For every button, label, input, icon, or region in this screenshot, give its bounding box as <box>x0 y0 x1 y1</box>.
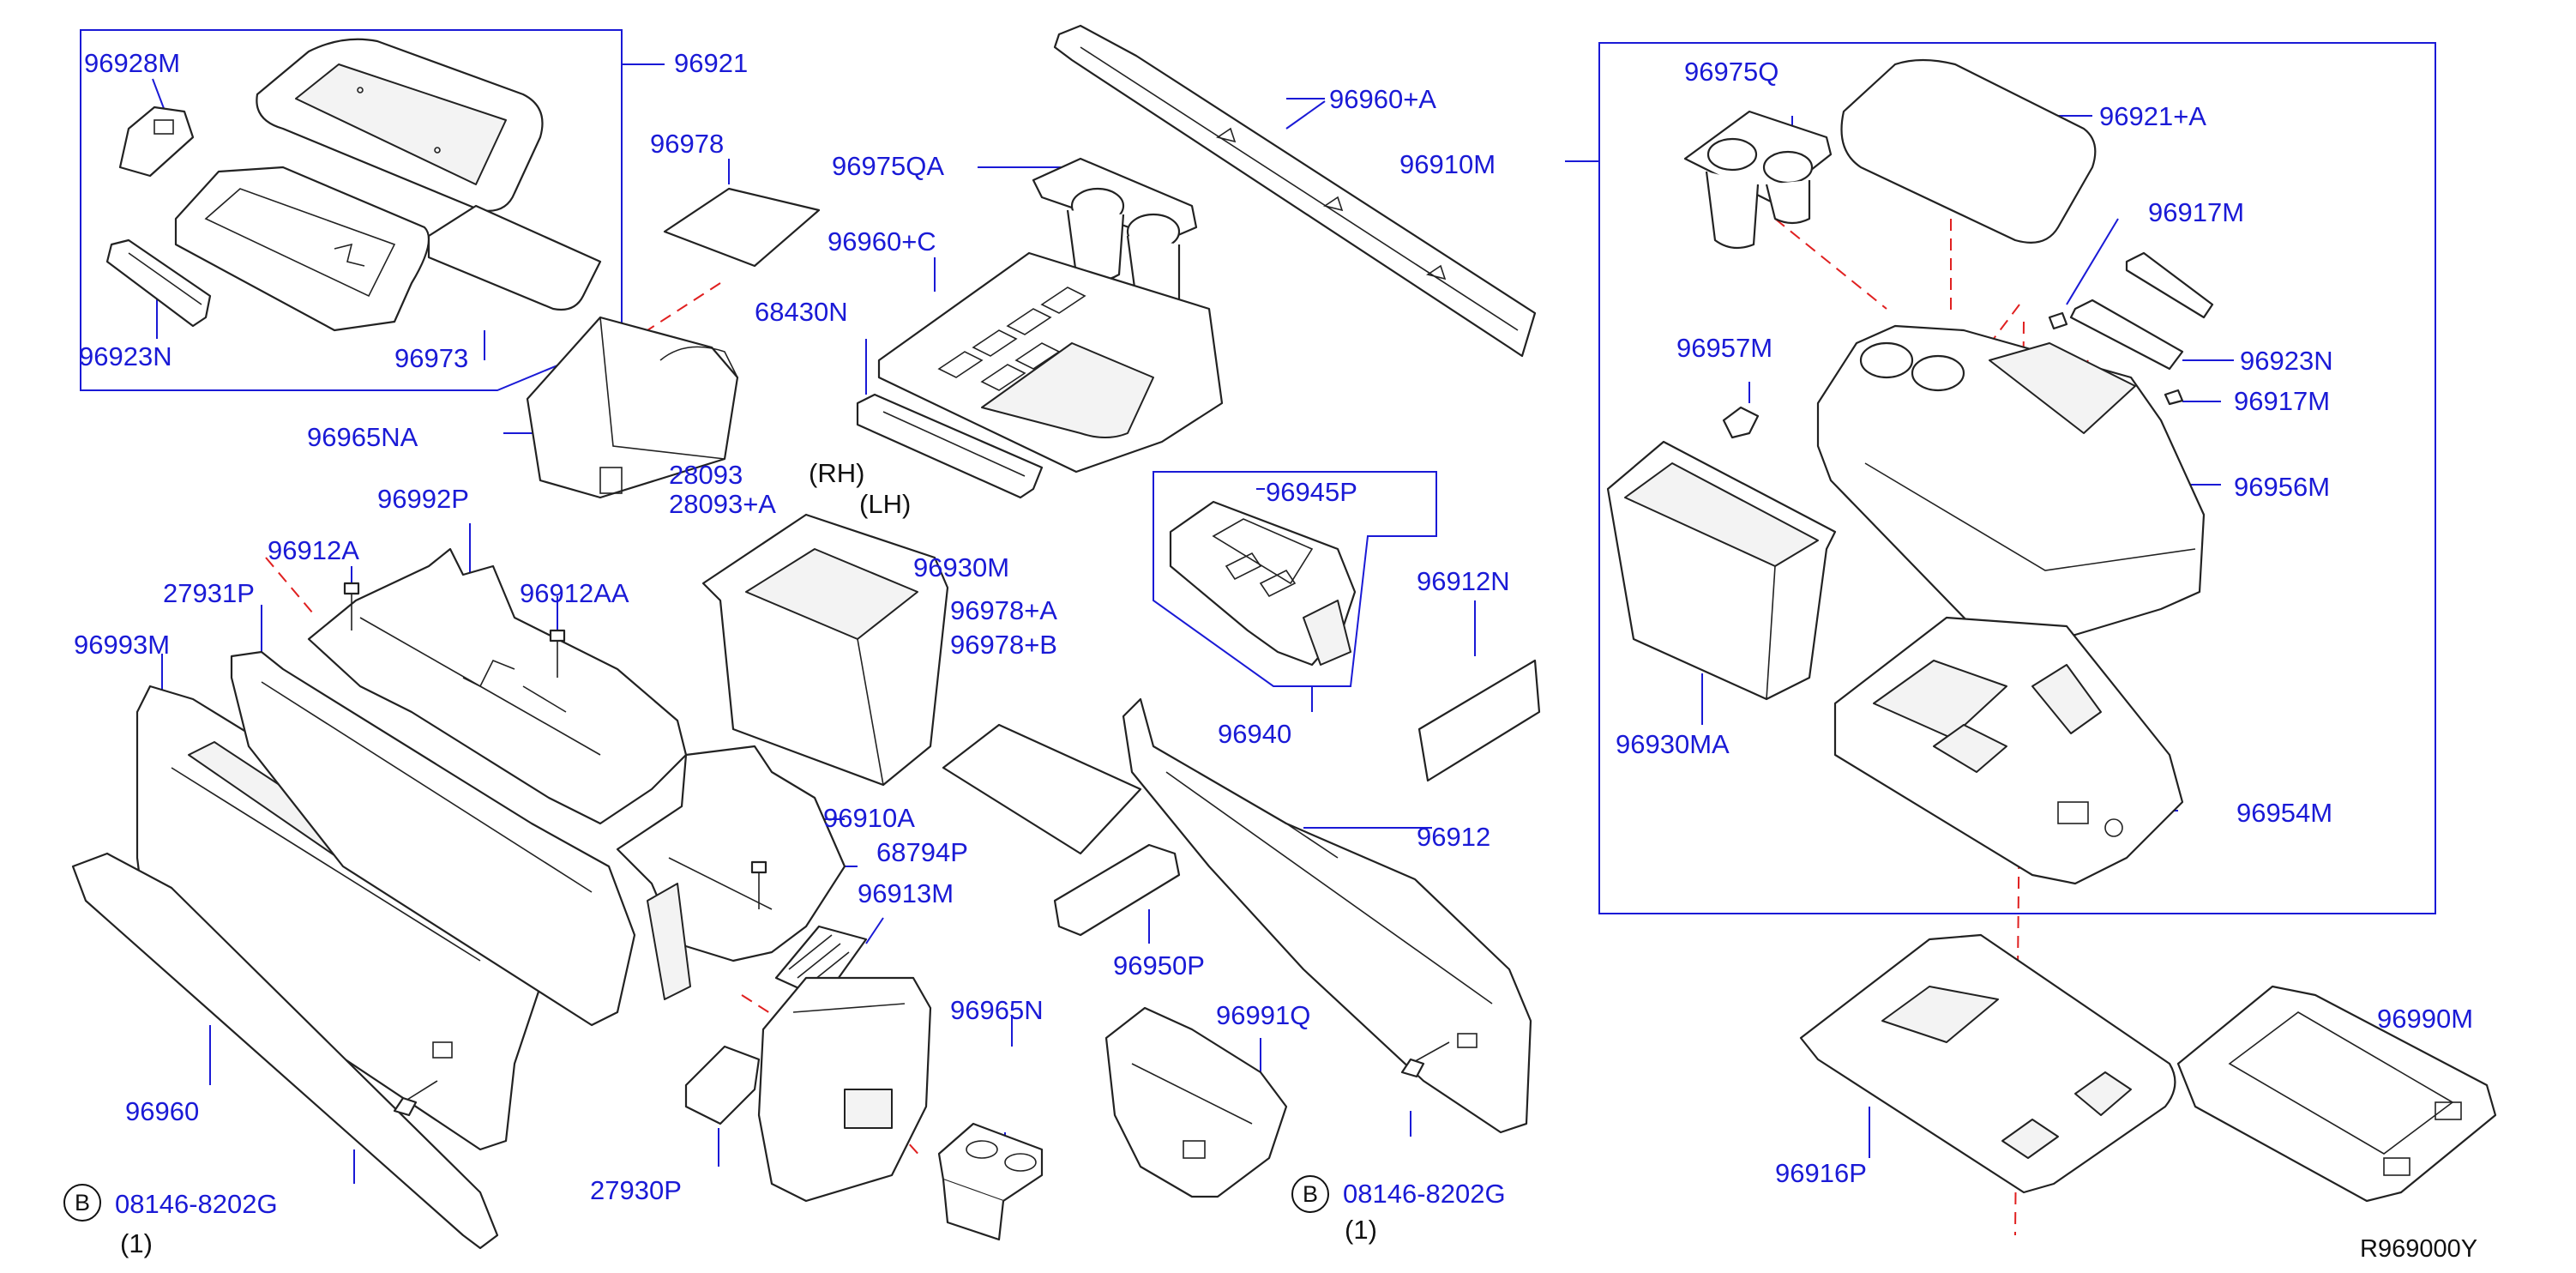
label-96990m: 96990M <box>2377 1004 2474 1034</box>
label-96921: 96921 <box>674 48 749 78</box>
group-box-rear-console <box>1598 42 2436 914</box>
part-trim-96960 <box>71 852 499 1250</box>
label-96945p: 96945P <box>1266 477 1357 507</box>
label-96965n: 96965N <box>950 995 1044 1025</box>
part-bolt-left <box>393 1080 438 1117</box>
part-bolt-right <box>1400 1041 1450 1078</box>
label-96921a: 96921+A <box>2099 101 2206 131</box>
part-bracket-96991q <box>1104 1006 1288 1198</box>
part-screw-96910a <box>750 860 767 909</box>
bolt-marker-right: B <box>1291 1175 1329 1213</box>
label-96950p: 96950P <box>1113 950 1205 980</box>
part-screw-96912aa <box>549 629 566 678</box>
label-96917m-b: 96917M <box>2234 386 2331 416</box>
part-shifter-96945p <box>1169 500 1357 667</box>
part-bin-96930m <box>701 513 949 787</box>
part-screw-96912a <box>343 582 360 630</box>
part-floor-panel-96916p <box>1799 933 2176 1194</box>
label-bolt-left: 08146-8202G <box>115 1189 278 1219</box>
part-hinge-96923n-right <box>2069 251 2214 371</box>
part-cupholder-96965n <box>937 1122 1044 1241</box>
label-96978b: 96978+B <box>950 630 1057 660</box>
label-96910a: 96910A <box>823 803 915 833</box>
label-96960a: 96960+A <box>1329 84 1436 114</box>
label-96991q: 96991Q <box>1216 1000 1311 1030</box>
label-96993m: 96993M <box>74 630 171 660</box>
part-panel-96912n <box>1417 659 1541 782</box>
bolt-marker-left: B <box>63 1184 101 1222</box>
label-28093a: 28093+A <box>669 489 776 519</box>
label-96957m: 96957M <box>1676 333 1773 363</box>
part-handle-96950p <box>1053 843 1181 937</box>
part-tray-68430n <box>856 393 1044 499</box>
label-96910m: 96910M <box>1399 149 1496 179</box>
label-96978a: 96978+A <box>950 595 1057 625</box>
part-rear-panel-96913m <box>757 976 932 1203</box>
label-96956m: 96956M <box>2234 472 2331 502</box>
label-96960c: 96960+C <box>828 226 936 256</box>
label-68430n: 68430N <box>755 297 848 327</box>
label-96992p: 96992P <box>377 484 469 514</box>
part-mat-96978 <box>663 187 821 268</box>
label-bolt-right: 08146-8202G <box>1343 1179 1506 1209</box>
part-side-panel-96912 <box>1122 697 1532 1134</box>
label-96975qa: 96975QA <box>832 151 944 181</box>
part-frame-96992p <box>307 547 688 825</box>
label-96913m: 96913M <box>858 878 954 908</box>
part-bracket-27931p <box>230 650 636 1027</box>
label-96940: 96940 <box>1218 719 1292 749</box>
part-rail-96960a <box>1053 24 1537 358</box>
part-pad-96973 <box>427 204 602 311</box>
label-96975q: 96975Q <box>1684 57 1779 87</box>
part-bin-96965na <box>526 316 739 499</box>
part-mat-96978ab <box>942 723 1142 855</box>
label-qty-right: (1) <box>1345 1215 1377 1245</box>
label-96973: 96973 <box>394 343 469 373</box>
label-96916p: 96916P <box>1775 1158 1867 1188</box>
part-floor-panel-96990m <box>2176 985 2497 1203</box>
label-96978: 96978 <box>650 129 725 159</box>
part-center-frame-96910a <box>616 745 846 1000</box>
part-clip-96917m <box>2048 311 2184 406</box>
part-clip-96957m <box>1722 406 1760 439</box>
label-96912aa: 96912AA <box>520 578 629 608</box>
label-96917m-a: 96917M <box>2148 197 2245 227</box>
label-68794p: 68794P <box>876 837 968 867</box>
label-96930m: 96930M <box>913 552 1010 582</box>
label-96930ma: 96930MA <box>1616 729 1730 759</box>
part-base-96954m <box>1833 616 2184 885</box>
part-cupholder-96975q <box>1683 110 1833 250</box>
part-hinge-96923n-left <box>105 238 212 328</box>
label-96912: 96912 <box>1417 822 1491 852</box>
part-cover-27930p <box>684 1045 761 1125</box>
part-top-panel-96960c <box>877 251 1224 474</box>
label-rh: (RH) <box>809 458 865 488</box>
part-lid-96921a <box>1840 58 2097 244</box>
group-box-shifter <box>1153 471 1437 687</box>
label-96965na: 96965NA <box>307 422 418 452</box>
label-96923n-left: 96923N <box>79 341 172 371</box>
label-27930p: 27930P <box>590 1175 682 1205</box>
part-bin-96930ma <box>1606 440 1837 701</box>
label-qty-left: (1) <box>120 1228 153 1258</box>
label-96912n: 96912N <box>1417 566 1510 596</box>
label-96923n-right: 96923N <box>2240 346 2333 376</box>
label-28093: 28093 <box>669 460 743 490</box>
label-96928m: 96928M <box>84 48 181 78</box>
diagram-ref-code: R969000Y <box>2360 1235 2478 1263</box>
label-lh: (LH) <box>859 489 912 519</box>
label-27931p: 27931P <box>163 578 255 608</box>
part-armrest-lid <box>256 38 544 212</box>
part-armrest-base <box>174 166 430 332</box>
label-96912a: 96912A <box>268 535 359 565</box>
part-console-96956m <box>1816 324 2206 645</box>
label-96954m: 96954M <box>2236 798 2333 828</box>
part-latch-96928m <box>118 106 195 178</box>
label-96960: 96960 <box>125 1096 200 1126</box>
